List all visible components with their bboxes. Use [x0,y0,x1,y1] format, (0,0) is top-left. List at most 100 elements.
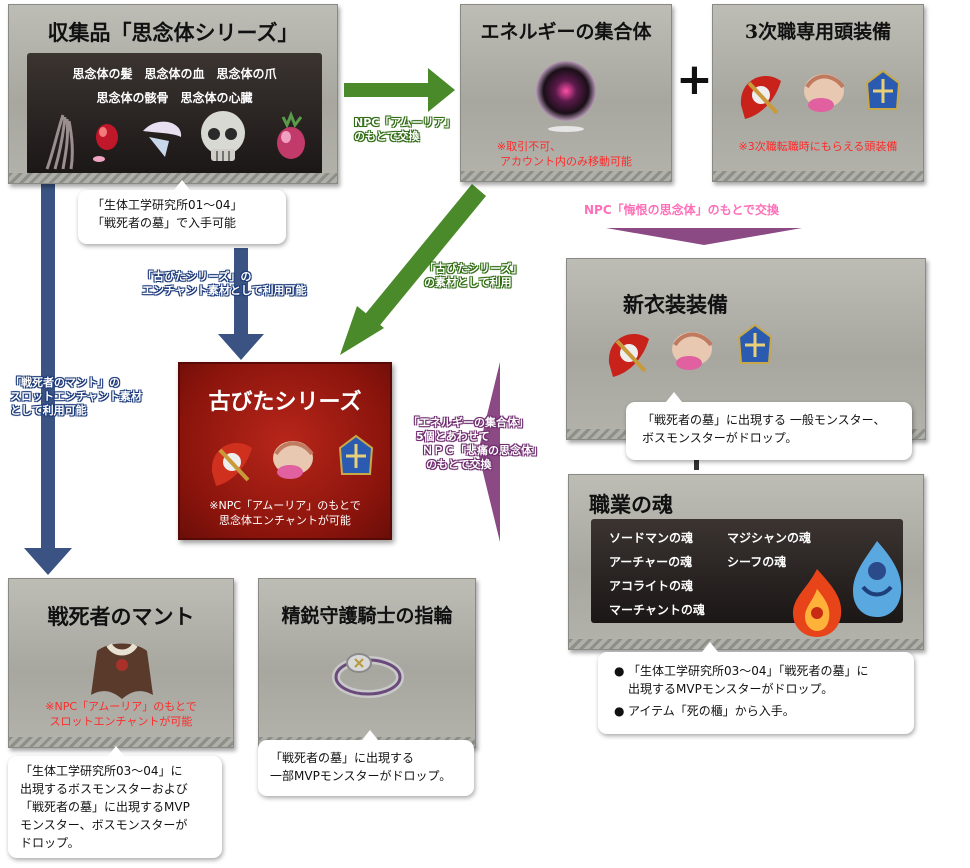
arrow-to-cloak [24,182,72,575]
ring-box: 精鋭守護騎士の指輪 [258,578,476,748]
old-series-title: 古びたシリーズ [208,389,362,415]
cloak-note-line2: スロットエンチャントが可能 [49,715,193,728]
bullet-dot-icon: ● [614,704,625,718]
old-feather-helm-icon [273,441,314,479]
energy-note: ※取引不可、 アカウント内のみ移動可能 [461,139,671,169]
plus-sign: + [676,54,713,105]
label-soul-line2: 5個とあわせて [416,430,490,443]
energy-note-line2: アカウント内のみ移動可能 [500,155,632,168]
label-old-material: 「古びたシリーズ」 の素材として利用 [424,262,522,290]
water-soul-icon [853,541,902,617]
new-skull-helm-icon [608,333,649,377]
ring-title: 精鋭守護騎士の指輪 [281,605,453,627]
label-cloak-line1: 「戦死者のマント」の [10,376,120,389]
blood-icon [93,124,118,162]
cloak-note-line1: ※NPC「アムーリア」のもとで [45,700,197,713]
label-cloak-line3: として利用可能 [10,404,87,417]
cloak-title: 戦死者のマント [47,604,195,629]
soul-bullet1-line2: 出現するMVPモンスターがドロップ。 [628,682,834,696]
energy-title: エネルギーの集合体 [480,21,652,43]
cloak-note: ※NPC「アムーリア」のもとで スロットエンチャントが可能 [9,699,233,729]
fire-soul-icon [793,569,842,637]
soul-bullet1-line1: 「生体工学研究所03～04」「戦死者の墓」に [628,664,869,678]
soul-merchant: マーチャントの魂 [609,603,705,617]
feather-helm-icon [804,74,845,112]
new-costume-bubble-line1: 「戦死者の墓」に出現する 一般モンスター、 [642,413,886,427]
claw-icon [143,121,182,157]
old-mitre-icon [338,434,374,475]
soul-thief: シーフの魂 [727,555,787,569]
ring-bubble-line1: 「戦死者の墓」に出現する [270,751,415,765]
label-cloak-line2: スロットエンチャント素材 [10,390,142,403]
label-old-material-line1: 「古びたシリーズ」 [424,262,523,275]
collectibles-source-line1: 「生体工学研究所01～04」 [92,198,243,212]
hair-icon [45,114,74,170]
ring-bubble: 「戦死者の墓」に出現する 一部MVPモンスターがドロップ。 [258,730,474,796]
old-series-note: ※NPC「アムーリア」のもとで 思念体エンチャントが可能 [180,498,390,528]
collectibles-line1: 思念体の髪 思念体の血 思念体の爪 [72,67,277,81]
label-enchant-line1: 「古びたシリーズ」の [142,270,252,283]
cloak-bubble: 「生体工学研究所03～04」に 出現するボスモンスターおよび 「戦死者の墓」に出… [8,746,222,858]
soul-acolyte: アコライトの魂 [609,579,694,593]
label-enchant-line2: エンチャント素材として利用可能 [142,284,307,297]
heart-icon [277,111,305,159]
old-skull-helm-icon [211,442,252,486]
label-old-material-line2: の素材として利用 [424,276,512,289]
headgear-note: ※3次職転職時にもらえる頭装備 [738,140,898,153]
label-soul-line3: ＮＰＣ「悲痛の思念体」 [422,444,543,457]
cloak-bubble-line1: 「生体工学研究所03～04」に [20,764,183,778]
headgear-box: 3次職専用頭装備 ※3次職転職時にもらえる頭装備 [712,4,924,182]
new-feather-helm-icon [672,332,713,370]
arrow-energy-to-old-series [340,184,486,355]
cloak-icon [91,643,153,699]
ring-bubble-line2: 一部MVPモンスターがドロップ。 [270,769,452,783]
skull-helm-icon [740,75,781,119]
collectibles-box: 収集品「思念体シリーズ」 思念体の髪 思念体の血 思念体の爪 思念体の骸骨 思念… [8,4,338,184]
soul-magician: マジシャンの魂 [727,531,812,545]
bullet-dot-icon: ● [614,664,625,678]
arrow-to-new-costume [606,228,802,245]
label-npc-amuria-line2: のもとで交換 [354,130,420,143]
collectibles-line2: 思念体の骸骨 思念体の心臓 [96,91,253,105]
label-enchant-material: 「古びたシリーズ」の エンチャント素材として利用可能 [142,270,307,298]
collectibles-source-bubble: 「生体工学研究所01～04」 「戦死者の墓」で入手可能 [78,180,286,244]
collectibles-title: 収集品「思念体シリーズ」 [47,20,299,45]
mitre-icon [865,69,901,110]
label-soul-line4: のもとで交換 [426,458,492,471]
cloak-bubble-line5: ドロップ。 [20,836,80,850]
energy-box: エネルギーの集合体 ※取引不可、 アカウント内のみ移動可能 [460,4,672,182]
label-npc-amuria-line1: NPC「アムーリア」 [354,116,456,129]
energy-note-line1: ※取引不可、 [496,140,562,153]
cloak-bubble-line2: 出現するボスモンスターおよび [20,782,188,796]
soul-bullet1: ● 「生体工学研究所03～04」「戦死者の墓」に 出現するMVPモンスターがドロ… [612,662,900,698]
label-npc-amuria: NPC「アムーリア」 のもとで交換 [354,116,456,144]
job-soul-panel: ソードマンの魂 マジシャンの魂 アーチャーの魂 シーフの魂 アコライトの魂 マー… [591,519,903,623]
job-soul-box: 職業の魂 ソードマンの魂 マジシャンの魂 アーチャーの魂 シーフの魂 アコライト… [568,474,924,650]
label-soul-line1: 「エネルギーの集合体」 [408,416,529,429]
cloak-box: 戦死者のマント ※NPC「アムーリア」のもとで スロットエンチャントが可能 [8,578,234,748]
collectibles-panel: 思念体の髪 思念体の血 思念体の爪 思念体の骸骨 思念体の心臓 [27,53,322,175]
headgear-title: 3次職専用頭装備 [744,21,892,43]
new-mitre-icon [737,323,773,364]
arrow-to-old-series-from-soul [478,362,500,542]
arrow-to-old-series [218,248,264,360]
label-cloak-material: 「戦死者のマント」の スロットエンチャント素材 として利用可能 [10,376,142,418]
new-costume-title: 新衣装装備 [623,292,728,317]
cloak-bubble-line3: 「戦死者の墓」に出現するMVP [20,800,190,814]
soul-swordman: ソードマンの魂 [609,531,694,545]
old-series-note-line2: 思念体エンチャントが可能 [219,514,351,527]
label-soul-exchange: 「エネルギーの集合体」 5個とあわせて ＮＰＣ「悲痛の思念体」 のもとで交換 [408,416,543,472]
job-soul-bubble: ● 「生体工学研究所03～04」「戦死者の墓」に 出現するMVPモンスターがドロ… [598,642,914,734]
soul-archer: アーチャーの魂 [609,555,693,569]
soul-bullet2-line: アイテム「死の櫃」から入手。 [628,704,795,718]
ring-icon [332,653,404,698]
old-series-note-line1: ※NPC「アムーリア」のもとで [209,499,361,512]
energy-orb-icon [536,61,596,132]
new-costume-bubble-line2: ボスモンスターがドロップ。 [642,431,798,445]
cloak-bubble-line4: モンスター、ボスモンスターが [20,818,188,832]
soul-bullet2: ● アイテム「死の櫃」から入手。 [612,702,900,720]
old-series-box: 古びたシリーズ ※NPC「アムーリア」のもとで 思念体エンチャントが可能 [178,362,392,540]
collectibles-source-line2: 「戦死者の墓」で入手可能 [92,216,237,230]
skull-icon [201,111,245,161]
